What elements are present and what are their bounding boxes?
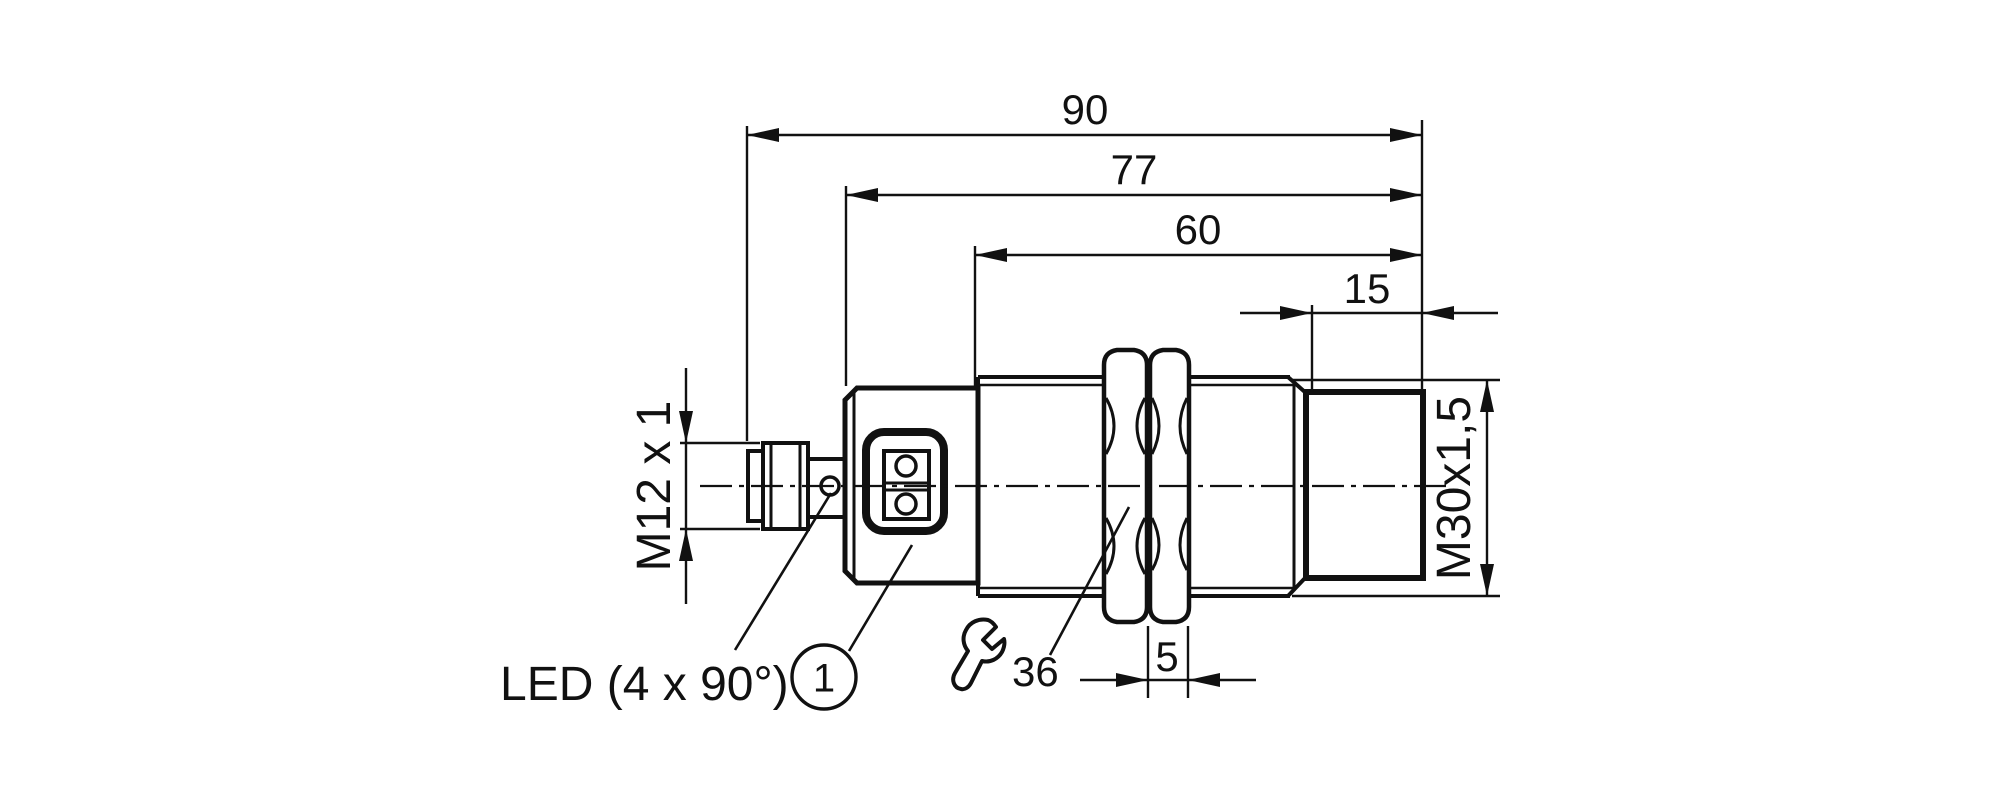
arrowhead-5-left [1116, 673, 1148, 687]
arrowhead-m12-top [679, 411, 693, 443]
dimension-m30: M30x1,5 [1292, 378, 1500, 598]
arrowhead-m30-top [1480, 380, 1494, 412]
arrowhead-60-right [1390, 248, 1422, 262]
callouts: LED (4 x 90°) 1 36 [500, 492, 1131, 711]
callout-1-label: 1 [813, 656, 835, 700]
arrowhead-77-right [1390, 188, 1422, 202]
arrowhead-90-left [747, 128, 779, 142]
dim-label-5: 5 [1155, 633, 1178, 680]
arrowhead-60-left [975, 248, 1007, 262]
arrowhead-15-right [1422, 306, 1454, 320]
callout-1-circle [790, 643, 858, 711]
led-callout: LED (4 x 90°) [500, 492, 833, 711]
dimension-5: 5 [1080, 626, 1256, 698]
thread-label-m12: M12 x 1 [628, 401, 681, 572]
leader-line-36 [1048, 506, 1131, 656]
dimension-77: 77 [844, 146, 1422, 386]
dimensions: 90 77 60 15 [628, 86, 1500, 698]
leader-line-led [733, 492, 833, 651]
arrowhead-15-left [1280, 306, 1312, 320]
dimension-m12: M12 x 1 [628, 368, 760, 604]
sensor-body [700, 347, 1448, 625]
dimension-15: 15 [1240, 265, 1498, 392]
wrench-icon [951, 617, 1007, 692]
led-label: LED (4 x 90°) [500, 658, 789, 711]
led-window-top-circle [894, 454, 918, 478]
arrowhead-77-left [846, 188, 878, 202]
dim-label-15: 15 [1344, 265, 1391, 312]
callout-1: 1 [790, 544, 914, 711]
arrowhead-m30-bottom [1480, 564, 1494, 596]
dim-label-90: 90 [1062, 86, 1109, 133]
arrowhead-m12-bottom [679, 529, 693, 561]
dimension-60: 60 [973, 206, 1422, 386]
led-window [862, 428, 948, 535]
arrowhead-5-right [1188, 673, 1220, 687]
wrench-size-label: 36 [1012, 648, 1059, 695]
wrench-size-36: 36 [951, 506, 1131, 695]
hex-nut-1-facet-arcs [1104, 397, 1147, 575]
connector-m12 [746, 441, 847, 531]
dimension-90: 90 [745, 86, 1422, 441]
led-window-bottom-circle [894, 492, 918, 516]
dim-label-77: 77 [1111, 146, 1158, 193]
leader-line-callout-1 [847, 544, 914, 652]
dim-label-60: 60 [1175, 206, 1222, 253]
thread-label-m30: M30x1,5 [1428, 396, 1481, 580]
arrowhead-90-right [1390, 128, 1422, 142]
hex-nut-2-facet-arcs [1150, 397, 1189, 571]
